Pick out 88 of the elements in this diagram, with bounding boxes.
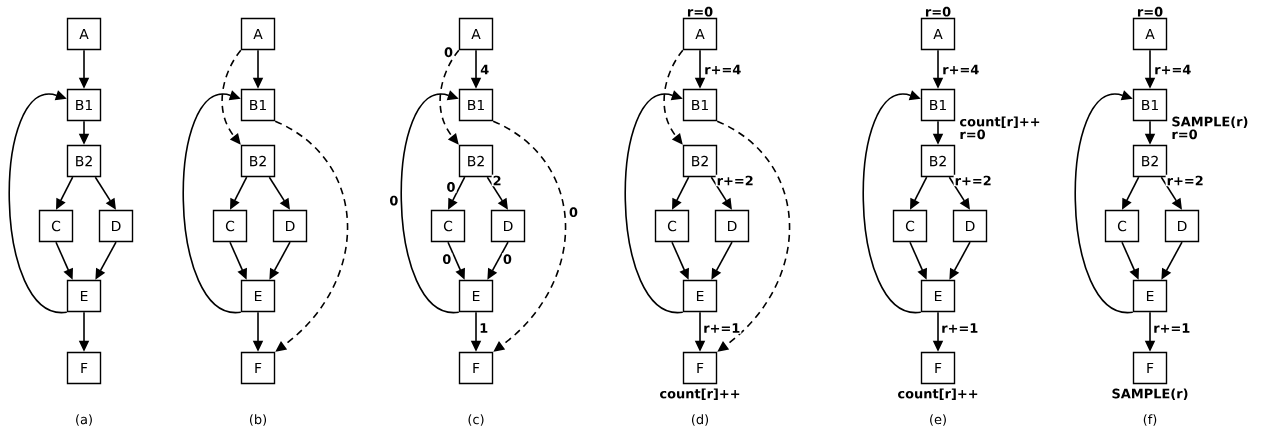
annotation-text: r=0	[960, 129, 986, 140]
process-box: B1	[458, 88, 494, 122]
process-box: A	[240, 17, 276, 51]
process-box: B1	[682, 88, 718, 122]
edge-label: 0	[388, 194, 400, 207]
process-box: D	[952, 209, 988, 243]
panel-caption: (d)	[691, 414, 709, 426]
process-box: E	[458, 279, 494, 313]
annotation-text: r=0	[1137, 6, 1163, 17]
process-box: B2	[240, 144, 276, 178]
edge-label: r+=2	[953, 174, 993, 187]
process-box: B2	[920, 144, 956, 178]
process-box: E	[920, 279, 956, 313]
edge-label: r+=2	[1165, 174, 1205, 187]
process-box: B2	[682, 144, 718, 178]
process-box: B1	[240, 88, 276, 122]
process-box: F	[1132, 351, 1168, 385]
edge-label: 1	[478, 322, 490, 334]
annotation-text: SAMPLE(r)	[1172, 116, 1248, 128]
process-box: E	[1132, 279, 1168, 313]
arrow	[182, 90, 242, 313]
process-box: E	[682, 279, 718, 313]
annotation-text: count[r]++	[660, 388, 740, 400]
process-box: D	[98, 209, 134, 243]
annotation-text: count[r]++	[959, 116, 1040, 128]
arrow	[663, 49, 684, 145]
edge-label: 0	[567, 206, 579, 219]
process-box: C	[430, 209, 466, 243]
process-box: A	[1132, 17, 1168, 51]
annotation-text: r=0	[1172, 129, 1198, 140]
edge-label: 0	[501, 253, 513, 265]
process-box: C	[1104, 209, 1140, 243]
annotation-text: SAMPLE(r)	[1112, 388, 1188, 400]
process-box: C	[38, 209, 74, 243]
annotation-text: r=0	[687, 6, 713, 17]
arrow	[8, 90, 68, 313]
panel-caption: (b)	[249, 414, 267, 426]
process-box: D	[714, 209, 750, 243]
edge-label: r+=1	[702, 322, 742, 334]
process-box: A	[66, 17, 102, 51]
process-box: A	[682, 17, 718, 51]
panel-caption: (c)	[468, 414, 484, 426]
process-box: E	[66, 279, 102, 313]
annotation-text: r=0	[925, 6, 951, 17]
process-box: B1	[1132, 88, 1168, 122]
process-box: D	[1164, 209, 1200, 243]
process-box: B2	[458, 144, 494, 178]
process-box: C	[654, 209, 690, 243]
edge-label: r+=1	[1152, 322, 1192, 334]
process-box: C	[212, 209, 248, 243]
panel-caption: (a)	[76, 414, 92, 426]
process-box: F	[682, 351, 718, 385]
edge-label: 4	[479, 63, 491, 76]
process-box: A	[920, 17, 956, 51]
edge-label: r+=2	[715, 174, 755, 187]
arrow	[492, 120, 567, 352]
process-box: F	[66, 351, 102, 385]
arrow	[862, 90, 922, 313]
process-box: D	[272, 209, 308, 243]
edge-label: r+=4	[941, 63, 981, 76]
edge-label: 0	[443, 46, 454, 59]
process-box: D	[490, 209, 526, 243]
edge-label: r+=1	[940, 322, 980, 334]
process-box: F	[920, 351, 956, 385]
edge-label: 2	[491, 174, 503, 187]
edge-label: r+=4	[703, 63, 743, 76]
arrow	[274, 120, 349, 352]
panel-caption: (f)	[1143, 414, 1157, 426]
process-box: A	[458, 17, 494, 51]
arrow	[716, 120, 791, 352]
edge-label: r+=4	[1153, 63, 1193, 76]
process-box: F	[240, 351, 276, 385]
annotation-text: count[r]++	[898, 388, 978, 400]
process-box: B1	[920, 88, 956, 122]
arrow	[439, 49, 460, 145]
panel-caption: (e)	[930, 414, 946, 426]
edge-label: 0	[441, 253, 453, 265]
arrow	[221, 49, 242, 145]
process-box: F	[458, 351, 494, 385]
process-box: C	[892, 209, 928, 243]
arrow	[1074, 90, 1134, 313]
process-box: B2	[66, 144, 102, 178]
process-box: B1	[66, 88, 102, 122]
edge-label: 0	[445, 181, 457, 193]
process-box: B2	[1132, 144, 1168, 178]
process-box: E	[240, 279, 276, 313]
arrow	[624, 90, 684, 313]
arrow	[400, 90, 460, 313]
